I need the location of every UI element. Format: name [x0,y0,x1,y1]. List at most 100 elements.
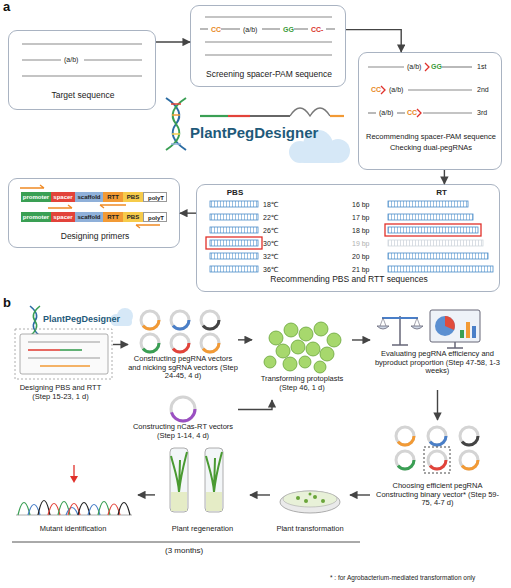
pegrna-sketch [330,115,344,117]
recommend-strands [408,89,472,90]
plasmids [460,451,478,469]
logo-helix-small [30,306,40,336]
nick-marks [417,109,421,117]
protoplasts [276,344,290,358]
segment-label: PBS [123,212,143,222]
design-screen [15,329,112,379]
primer-arrows [20,185,44,188]
process-box: Designing primerspromoterspacerscaffoldR… [8,178,180,248]
plasmids [141,334,159,352]
process-box: PBSRT18℃22℃26℃30℃32℃36℃16 bp17 bp18 bp19… [196,184,500,292]
pbs-ladders [210,214,258,220]
petri-dish [283,491,337,507]
plasmids [141,311,159,329]
node-text: 17 bp [352,214,370,222]
target-strands [22,43,142,44]
node-text: (a/b) [389,86,403,94]
protoplasts [299,356,311,368]
node-text: 20 bp [352,253,370,261]
evaluation-art [472,326,476,338]
node-text: GG [431,63,442,71]
pegrna-sketch [290,108,330,116]
process-box: CC(a/b)GGCC-Screening spacer-PAM sequenc… [190,5,346,87]
plasmids [171,334,189,352]
nick-marks [381,63,429,117]
segment-label: PBS [123,192,143,202]
target-strands [84,59,142,60]
logo-helix [166,98,186,150]
plant-tubes [205,448,223,512]
segment-label: polyT [144,193,168,203]
screening-strands [200,28,208,29]
petri-dish [296,496,300,500]
petri-dish [309,493,312,496]
chromatogram [118,503,130,516]
protoplasts [291,340,305,354]
vector-segment: polyT [143,192,167,202]
step-node: Plant regeneration [155,430,250,540]
step-node: Constructing nCas-RT vectors (Step 1-14,… [128,393,238,448]
recommend-strands [423,112,472,113]
mutation-arrow [73,465,74,478]
node-text: CC [371,86,381,94]
pbs-ladders [210,227,258,233]
plasmids [396,427,414,445]
flow-arrow [238,339,252,340]
petri-dish [280,491,340,513]
node-text: 30℃ [263,240,279,248]
flow-arrow [138,494,155,495]
chromatogram [16,501,132,516]
plant-tubes [171,452,187,492]
plasmids [171,397,195,421]
evaluation-art [411,326,423,329]
step-node: Evaluating pegRNA efficiency and byprodu… [370,305,505,390]
design-screen [15,329,112,379]
process-box: (a/b)GG1stCC(a/b)2nd(a/b)CC3rdRecommendi… [358,52,502,170]
screening-strands [205,41,332,42]
evaluation-art [430,310,480,342]
logo-cloud [110,130,350,326]
node-text: 16 bp [352,201,370,209]
screening-strands [262,28,280,29]
chromatogram [16,515,132,516]
protoplasts [314,322,328,336]
vector-segment: RTT [103,212,123,222]
segment-label: promoter [21,212,51,222]
logo-helix-small [30,306,40,336]
logo-text: PlantPegDesigner [43,314,120,324]
target-strands [22,75,142,76]
node-text: CC [211,26,221,34]
evaluation-art [466,322,470,338]
plasmids [141,311,159,329]
primer-arrows [20,185,160,228]
protoplasts [314,361,326,373]
node-text: (a/b) [407,63,421,71]
recommend-strands [368,67,472,113]
recommend-strands [397,112,405,113]
protoplasts [306,342,320,356]
nick-marks [381,86,385,94]
vector-segment: promoter [21,212,51,222]
logo-text: PlantPegDesigner [190,124,318,141]
evaluation-art [377,326,389,329]
node-text: Checking dual-pegRNAs [359,144,503,153]
node-text: (a/b) [64,56,78,64]
logo-helix [166,98,186,150]
evaluation-art [377,310,480,348]
flow-arrow [113,344,128,345]
flow-arrow [352,339,370,340]
vector-segment: spacer [51,192,75,202]
chromatogram [78,503,90,516]
plasmids [171,311,189,329]
node-text: Screening spacer-PAM sequence [191,70,347,80]
vector-segment: spacer [51,212,75,222]
plasmids [171,397,195,421]
plant-tubes [206,492,222,511]
plasmids [141,311,478,469]
node-text: 18 bp [352,227,370,235]
rt-ladders [388,253,488,259]
logo-helix [171,143,181,145]
plasmids [396,451,414,469]
vector-segment: scaffold [75,192,103,202]
